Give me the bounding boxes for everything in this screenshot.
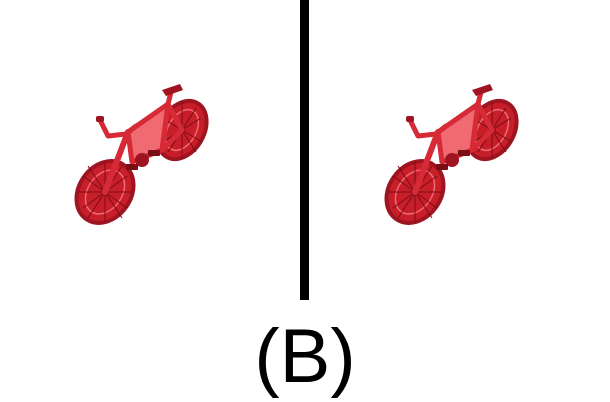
option-label: (B): [254, 314, 356, 399]
right-panel: [310, 0, 610, 300]
bicycle-icon: [380, 80, 530, 230]
left-panel: [0, 0, 300, 300]
bicycle-icon: [70, 80, 220, 230]
vertical-divider: [300, 0, 309, 300]
